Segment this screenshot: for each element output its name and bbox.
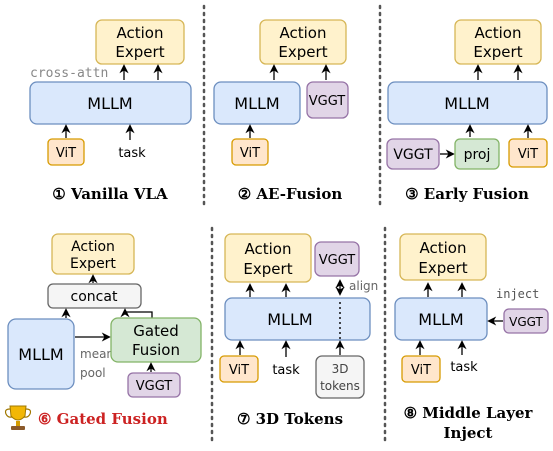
panel-early-fusion: Action Expert MLLM VGGT proj ViT ③ Early… <box>386 19 548 203</box>
arrow-gated-to-concat <box>125 311 153 318</box>
inject-label: inject <box>496 287 539 301</box>
action-expert-box <box>51 233 135 275</box>
mllm-box <box>394 297 488 341</box>
vggt-box <box>306 81 349 119</box>
action-expert-label-line2: Expert <box>473 43 522 61</box>
vit-label: ViT <box>518 147 538 162</box>
panel-vanilla-vla: Action Expert cross-attn MLLM ViT task ①… <box>29 19 192 203</box>
pool-label: pool <box>80 366 106 380</box>
panel-caption: ⑥ Gated Fusion <box>38 410 168 428</box>
panel-caption: ② AE-Fusion <box>238 185 343 203</box>
task-label: task <box>272 363 300 378</box>
mean-label: mean <box>80 347 114 361</box>
vggt-box <box>314 241 360 277</box>
mllm-box <box>387 81 548 125</box>
vit-box <box>401 355 441 383</box>
panel-caption: ③ Early Fusion <box>405 185 529 203</box>
vggt-box <box>127 372 181 398</box>
proj-box <box>454 138 500 170</box>
gated-fusion-box <box>110 317 202 363</box>
mllm-label: MLLM <box>87 94 132 113</box>
panel-caption: ⑦ 3D Tokens <box>237 410 343 428</box>
panel-caption-line1: ⑧ Middle Layer <box>404 404 534 422</box>
task-label: task <box>118 146 146 161</box>
3d-tokens-box <box>315 355 365 399</box>
mllm-box <box>224 297 371 341</box>
action-expert-label-line1: Action <box>420 239 467 257</box>
trophy-icon <box>4 405 32 430</box>
proj-label: proj <box>464 147 491 163</box>
panel-gated-fusion: Action Expert concat MLLM mean pool Gate… <box>4 233 202 430</box>
action-expert-label-line1: Action <box>475 24 522 42</box>
panel-3d-tokens: Action Expert VGGT align MLLM ViT task 3… <box>219 233 378 428</box>
3d-tokens-label-line2: tokens <box>320 379 360 393</box>
action-expert-label-line2: Expert <box>243 260 292 278</box>
gated-fusion-label-line1: Gated <box>133 322 178 340</box>
action-expert-label-line2: Expert <box>418 259 467 277</box>
panel-ae-fusion: Action Expert MLLM VGGT ViT ② AE-Fusion <box>213 19 349 203</box>
task-label: task <box>450 360 478 375</box>
mllm-label: MLLM <box>234 94 279 113</box>
vit-label: ViT <box>56 146 76 161</box>
3d-tokens-label-line1: 3D <box>332 362 349 376</box>
vggt-box <box>503 308 549 334</box>
mllm-box <box>29 81 192 125</box>
vit-box <box>508 138 548 168</box>
action-expert-label-line1: Action <box>71 239 115 255</box>
mllm-box <box>213 81 301 125</box>
mllm-label: MLLM <box>267 310 312 329</box>
panel-middle-layer-inject: Action Expert inject MLLM VGGT ViT task … <box>394 233 549 442</box>
action-expert-label-line2: Expert <box>115 43 164 61</box>
vggt-label: VGGT <box>393 147 433 163</box>
action-expert-label-line1: Action <box>245 240 292 258</box>
panel-separators <box>202 4 387 442</box>
vggt-label: VGGT <box>319 253 356 268</box>
action-expert-label-line1: Action <box>280 24 327 42</box>
action-expert-box <box>454 19 542 65</box>
action-expert-box <box>259 19 347 65</box>
concat-label: concat <box>71 289 118 305</box>
mllm-label: MLLM <box>418 310 463 329</box>
vit-label: ViT <box>229 363 249 378</box>
panel-caption-line2: Inject <box>444 424 493 442</box>
align-label: align <box>349 279 378 293</box>
vggt-label: VGGT <box>309 94 346 109</box>
gated-fusion-label-line2: Fusion <box>132 341 180 359</box>
panel-caption: ① Vanilla VLA <box>52 185 168 203</box>
vit-label: ViT <box>240 146 260 161</box>
mllm-box <box>7 318 75 390</box>
action-expert-label-line2: Expert <box>70 256 116 272</box>
action-expert-box <box>399 233 487 281</box>
mllm-label: MLLM <box>18 345 63 364</box>
vit-box <box>47 138 85 166</box>
vggt-label: VGGT <box>509 315 543 329</box>
vit-box <box>219 355 259 383</box>
vggt-label: VGGT <box>136 379 173 394</box>
action-expert-label-line2: Expert <box>278 43 327 61</box>
concat-box <box>47 283 142 309</box>
vit-box <box>231 138 269 166</box>
action-expert-box <box>224 233 312 283</box>
action-expert-box <box>95 19 185 65</box>
action-expert-label-line1: Action <box>117 24 164 42</box>
vit-label: ViT <box>411 363 431 378</box>
vggt-box <box>386 138 440 170</box>
cross-attn-label: cross-attn <box>30 66 108 81</box>
mllm-label: MLLM <box>444 94 489 113</box>
